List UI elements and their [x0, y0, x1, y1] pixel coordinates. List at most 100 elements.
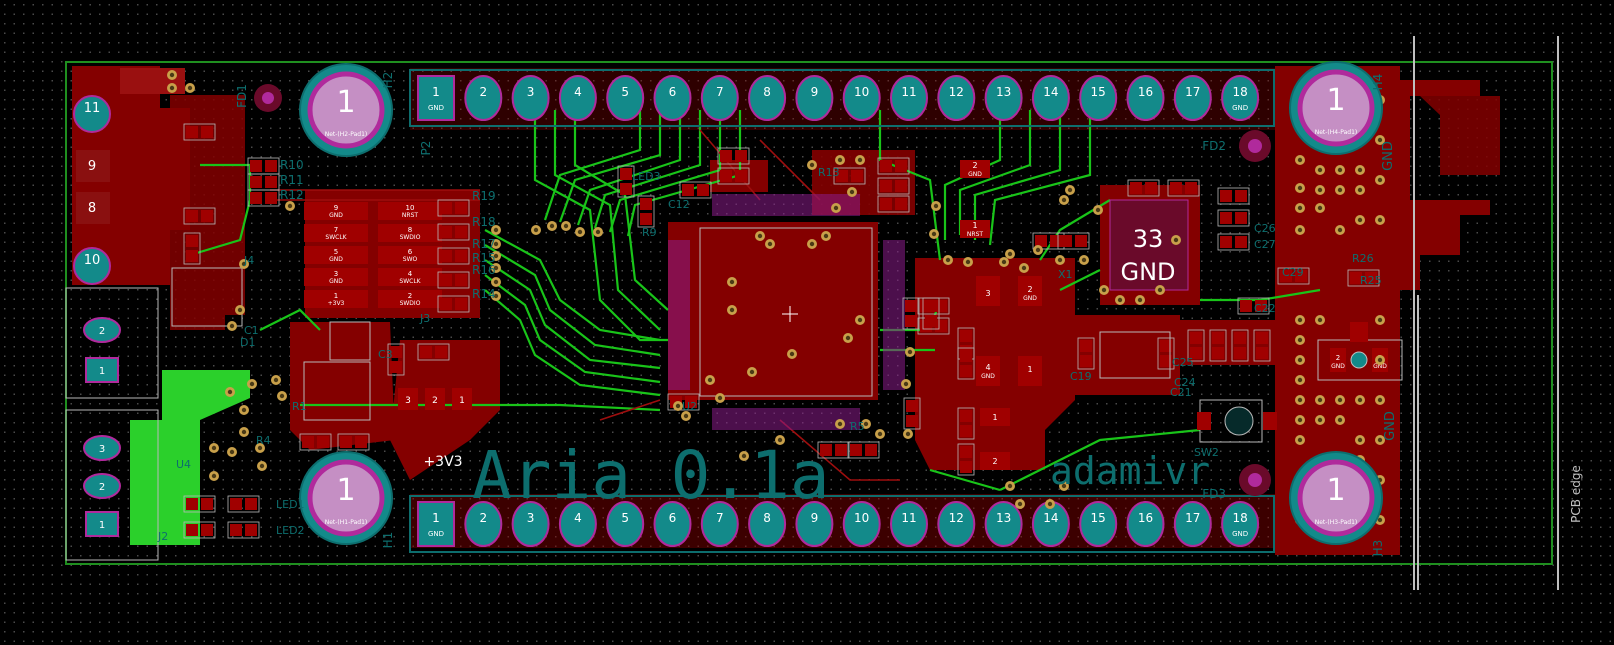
via-drill	[493, 265, 499, 271]
smd-pad	[880, 198, 892, 210]
header-top-frame	[409, 69, 1275, 127]
smd-pad	[250, 192, 262, 204]
diode-outline	[171, 267, 243, 327]
j2-pin: 1	[99, 520, 105, 531]
header-pin	[1173, 501, 1212, 547]
header-pin-number: 1	[432, 85, 440, 99]
header-pin	[558, 75, 597, 121]
smd-pad	[1365, 272, 1377, 284]
smd-courtyard	[817, 441, 850, 459]
left-side-pads: 11 9 8 10	[73, 95, 111, 285]
smd-courtyard	[847, 441, 880, 459]
ref-label: R18	[472, 215, 496, 229]
regulator-pin: 1	[459, 396, 465, 406]
smd-pad	[1075, 235, 1087, 247]
smd-pad	[186, 524, 198, 536]
ref-label: R15	[472, 251, 496, 265]
debug-pad-number: 10	[406, 204, 415, 212]
smd-pad	[230, 524, 242, 536]
header-pin-square	[417, 75, 455, 121]
via-drill	[1357, 397, 1363, 403]
passive-ref: C19	[1070, 370, 1092, 383]
via-drill	[1317, 317, 1323, 323]
smd-pad	[355, 436, 367, 448]
smd-pad	[420, 346, 432, 358]
smd-pad	[201, 126, 213, 138]
smd-courtyard	[1157, 337, 1175, 370]
header-pin	[653, 75, 692, 121]
cap-pad-net: GND	[981, 373, 995, 380]
via-drill	[211, 445, 217, 451]
debug-pad	[304, 290, 368, 308]
via-drill	[1047, 501, 1053, 507]
via-drill	[675, 403, 681, 409]
via-drill	[1057, 257, 1063, 263]
smd-courtyard	[1217, 233, 1250, 251]
smd-pad	[880, 160, 892, 172]
smd-pad	[851, 170, 863, 182]
via-drill	[1357, 437, 1363, 443]
via-drill	[823, 233, 829, 239]
via-drill	[1337, 227, 1343, 233]
header-pin	[1221, 501, 1260, 547]
smd-pad	[1185, 182, 1197, 194]
smd-courtyard	[437, 271, 470, 289]
smd-pad	[186, 235, 198, 247]
smd-courtyard	[183, 207, 216, 225]
pcb-edge-label: PCB edge	[1569, 465, 1583, 523]
via-drill	[229, 323, 235, 329]
via-drill	[945, 257, 951, 263]
debug-pad-number: 7	[334, 226, 338, 234]
crystal-outline	[1099, 331, 1171, 379]
header-pin	[700, 75, 739, 121]
passive-ref: C27	[1254, 238, 1276, 251]
via-drill	[749, 369, 755, 375]
ref-label: R11	[280, 173, 304, 187]
smd-pad	[906, 400, 918, 412]
passive-ref: R25	[1360, 274, 1382, 287]
via-drill	[493, 241, 499, 247]
antenna-pad-number: 2	[1336, 354, 1340, 362]
ref-label: R14	[472, 287, 496, 301]
debug-pad	[378, 224, 442, 242]
smd-pad	[201, 210, 213, 222]
ref-label: H4	[1371, 74, 1385, 91]
ref-label: H3	[1371, 540, 1385, 557]
header-pin-number: 14	[1043, 511, 1058, 525]
debug-pad-net: SWDIO	[400, 300, 421, 307]
smd-pad	[1235, 190, 1247, 202]
smd-courtyard	[1187, 329, 1205, 362]
passive-ref: R13	[818, 166, 840, 179]
board-author-text: adamivr	[1050, 449, 1210, 493]
debug-pad-number: 3	[334, 270, 338, 278]
header-pin-number: 1	[432, 511, 440, 525]
ref-label: R10	[280, 158, 304, 172]
smd-courtyard	[1217, 209, 1250, 227]
smd-pad	[620, 183, 632, 195]
smd-courtyard	[957, 347, 975, 380]
regulator-u3: 3 2 1 +3V3	[398, 388, 472, 470]
fiducial-label: FD3	[1202, 487, 1226, 501]
passive-ref: R26	[1352, 252, 1374, 265]
via-drill	[717, 395, 723, 401]
smd-pad	[906, 415, 918, 427]
passive-ref: C21	[1170, 386, 1192, 399]
ldo-outline	[303, 361, 371, 421]
board-title-text: Aria 0.1a	[472, 437, 830, 514]
via-drill	[1297, 185, 1303, 191]
header-pin	[1221, 75, 1260, 121]
passive-ref: U4	[176, 458, 191, 471]
header-pin	[984, 75, 1023, 121]
header-pin-number: 8	[763, 85, 771, 99]
smd-courtyard	[903, 397, 921, 430]
smd-pad	[186, 498, 198, 510]
regulator-pin: 2	[432, 396, 438, 406]
debug-pad-net: SWDIO	[400, 234, 421, 241]
header-pin-number: 5	[621, 85, 629, 99]
header-bottom-frame	[409, 495, 1275, 553]
smd-pad	[435, 346, 447, 358]
smd-courtyard	[877, 195, 910, 213]
smd-pad	[960, 446, 972, 458]
